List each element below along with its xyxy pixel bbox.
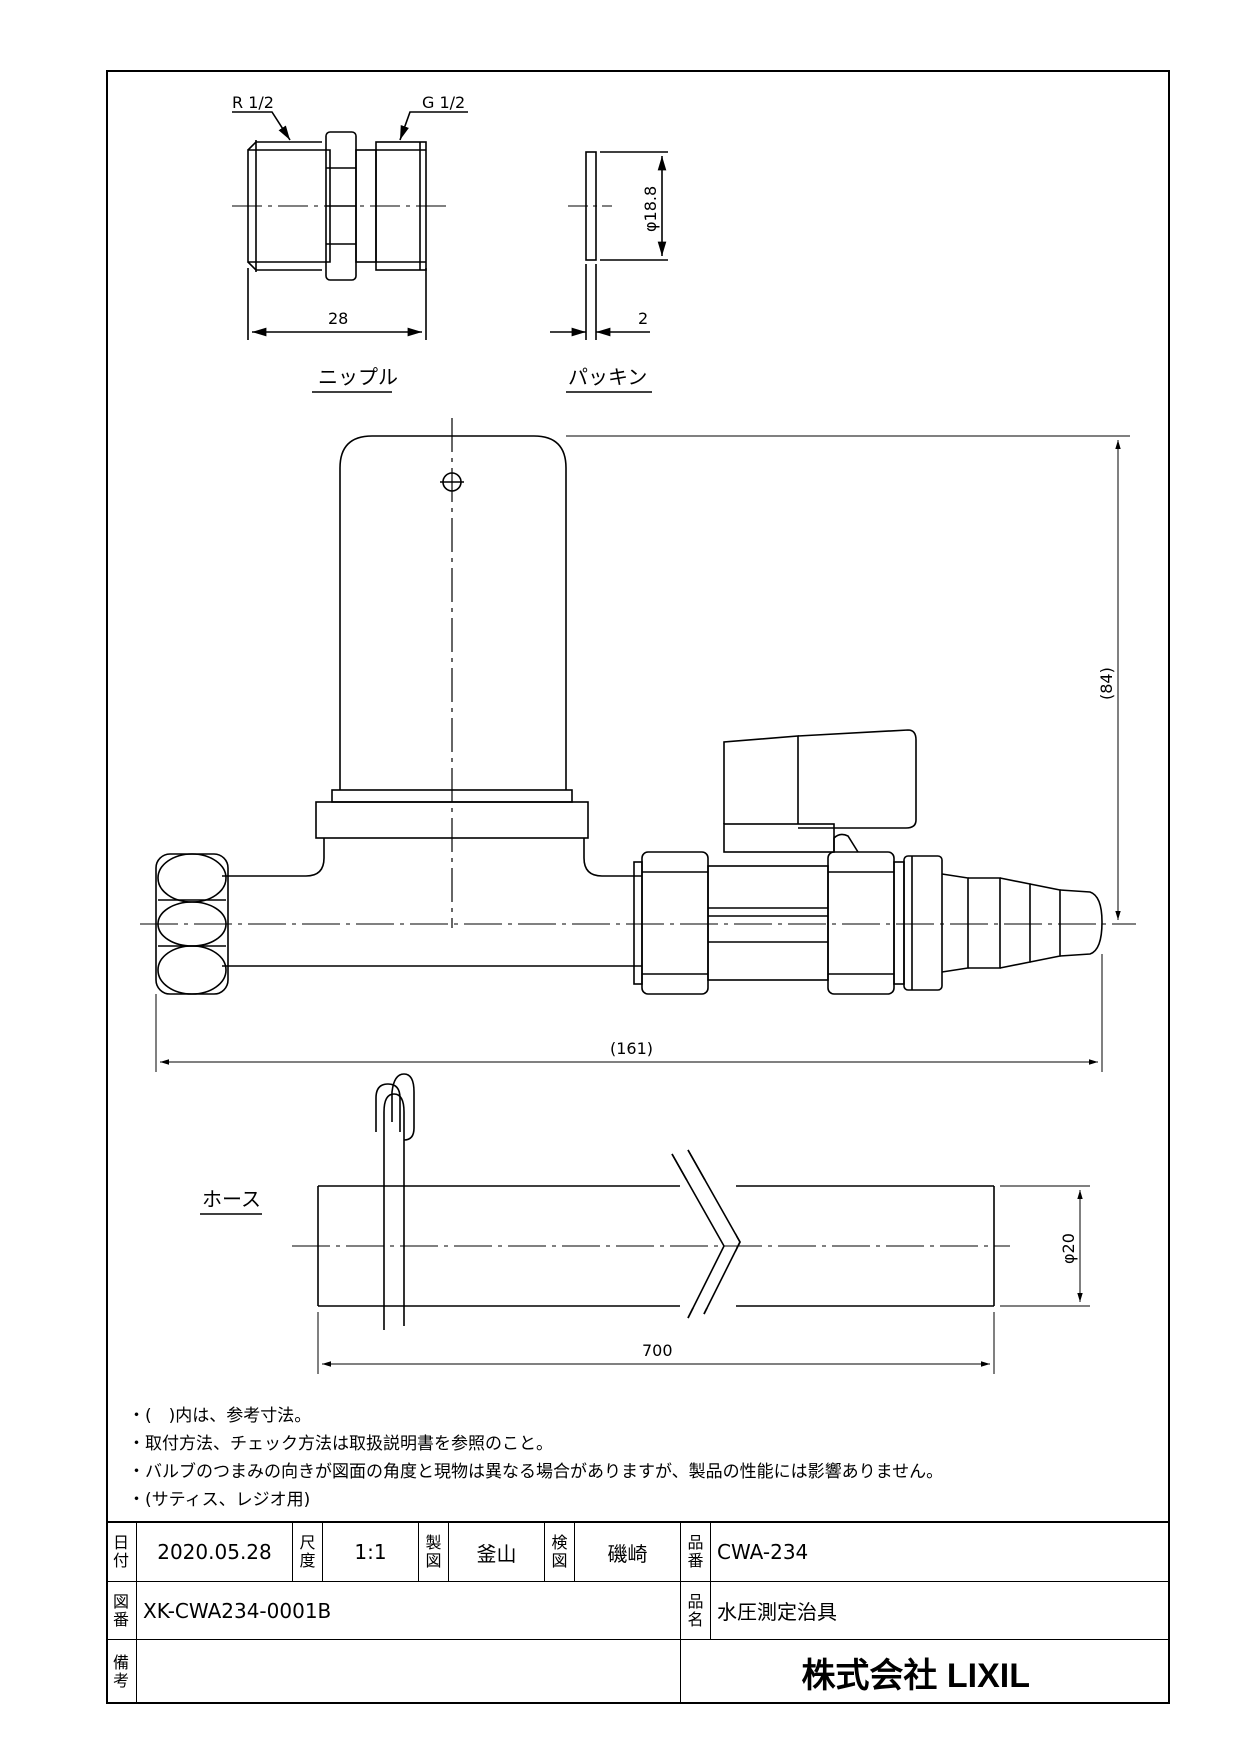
note-item: ・(サティス、レジオ用): [128, 1490, 311, 1510]
drawing-frame: [106, 70, 1170, 1704]
scale-label: 尺度: [292, 1523, 322, 1581]
scale-value: 1:1: [322, 1523, 418, 1581]
company-logo: 株式会社 LIXIL: [680, 1639, 1170, 1704]
drawn-label: 製図: [418, 1523, 448, 1581]
checked-label: 検図: [544, 1523, 574, 1581]
remarks-value: [136, 1639, 680, 1704]
drawing-no-value: XK-CWA234-0001B: [136, 1581, 680, 1639]
hose-label: ホース: [202, 1187, 261, 1211]
date-label: 日付: [112, 1533, 129, 1570]
note-item: ・( )内は、参考寸法。: [128, 1406, 312, 1426]
drawn-by-value: 釜山: [448, 1523, 544, 1581]
drawing-no-label: 図番: [106, 1581, 136, 1639]
gauge-assembly: [140, 418, 1136, 1072]
nipple-length-dim: 28: [328, 309, 348, 328]
product-no-label: 品番: [680, 1523, 710, 1581]
hose-length-dim: 700: [642, 1341, 673, 1360]
title-block: 日付 2020.05.28 尺度 1:1 製図 釜山 検図 磯崎 品番 CWA-…: [106, 1521, 1170, 1704]
hose-diameter-dim: φ20: [1059, 1233, 1078, 1264]
assembly-height-dim: (84): [1097, 667, 1116, 700]
assembly-width-dim: (161): [610, 1039, 653, 1058]
note-item: ・バルブのつまみの向きが図面の角度と現物は異なる場合がありますが、製品の性能には…: [128, 1462, 944, 1482]
nipple-part: [232, 111, 468, 393]
product-no-value: CWA-234: [710, 1523, 1170, 1581]
packing-label: パッキン: [568, 365, 647, 389]
remarks-label: 備考: [106, 1639, 136, 1704]
packing-thickness-dim: 2: [638, 309, 648, 328]
note-item: ・取付方法、チェック方法は取扱説明書を参照のこと。: [128, 1434, 553, 1454]
hose-part: [200, 1073, 1090, 1374]
notes-list: ・( )内は、参考寸法。 ・取付方法、チェック方法は取扱説明書を参照のこと。 ・…: [128, 1402, 943, 1514]
checked-by-value: 磯崎: [574, 1523, 680, 1581]
packing-diameter-dim: φ18.8: [641, 186, 660, 232]
product-name-value: 水圧測定治具: [710, 1581, 1170, 1639]
packing-part: [550, 151, 668, 393]
nipple-thread-right: G 1/2: [422, 93, 465, 112]
nipple-thread-left: R 1/2: [232, 93, 274, 112]
nipple-label: ニップル: [318, 365, 398, 389]
product-name-label: 品名: [680, 1581, 710, 1639]
date-value: 2020.05.28: [136, 1523, 292, 1581]
